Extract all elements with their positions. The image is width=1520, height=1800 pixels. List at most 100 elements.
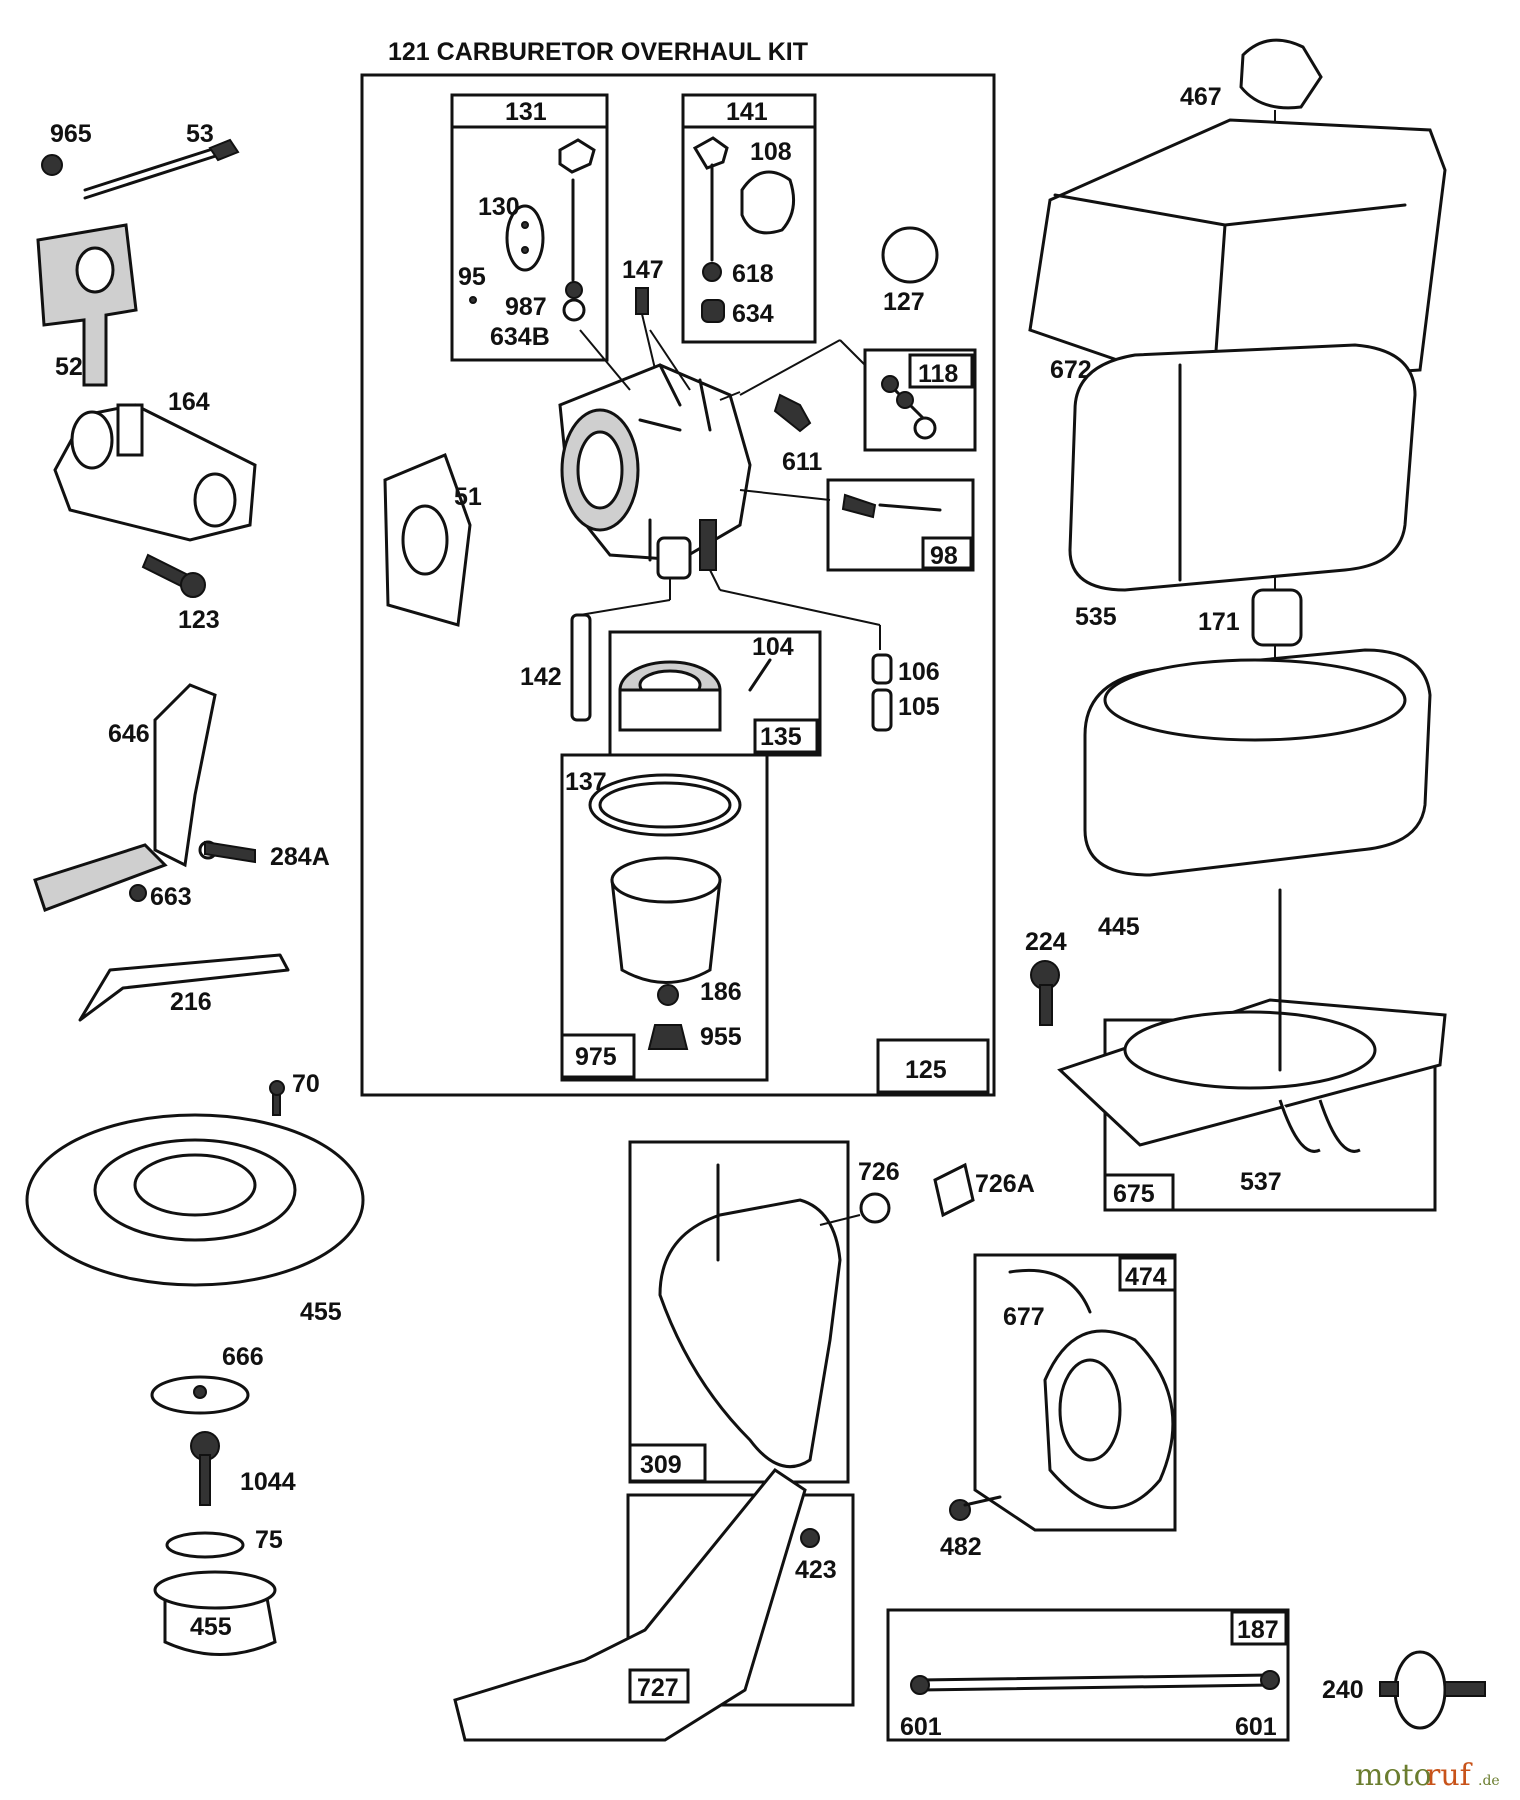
fuel-filter-240: 240 [1322, 1650, 1486, 1730]
screw-611: 611 [773, 393, 822, 476]
label-727: 727 [637, 1674, 679, 1702]
screw-147: 147 [622, 256, 664, 391]
link-216: 216 [78, 953, 290, 1022]
label-108: 108 [750, 138, 792, 166]
choke-plate [740, 170, 796, 235]
label-535: 535 [1075, 603, 1117, 631]
label-186: 186 [700, 978, 742, 1006]
label-666: 666 [222, 1343, 264, 1371]
coil-474: 474 677 [973, 1253, 1177, 1532]
label-147: 147 [622, 256, 664, 284]
label-240: 240 [1322, 1676, 1364, 1704]
label-646: 646 [108, 720, 150, 748]
filter-445: 445 [1083, 648, 1432, 941]
governor-646: 646 284A 663 [33, 683, 330, 912]
subkit-98: 98 [826, 478, 975, 572]
subkit-135: 135 104 [608, 630, 822, 757]
label-482: 482 [940, 1533, 982, 1561]
cup-455: 455 [153, 1570, 277, 1656]
blower-housing-455: 455 [25, 1113, 365, 1326]
label-726A: 726A [975, 1170, 1035, 1198]
label-601-left: 601 [900, 1713, 942, 1741]
label-224: 224 [1025, 928, 1067, 956]
label-309: 309 [640, 1451, 682, 1479]
part-965-53: 965 53 [41, 120, 240, 200]
parts-726: 726 726A [858, 1158, 1035, 1224]
subkit-131: 131 130 95 987 634B [450, 93, 609, 362]
label-965: 965 [50, 120, 92, 148]
label-474: 474 [1125, 1263, 1167, 1291]
screw-482: 482 [940, 1495, 1002, 1561]
precleaner-535: 535 [1068, 343, 1417, 631]
label-130: 130 [478, 193, 520, 221]
cover-672: 672 [1028, 118, 1447, 387]
label-95: 95 [458, 263, 486, 291]
label-467: 467 [1180, 83, 1222, 111]
kit-title: 121 CARBURETOR OVERHAUL KIT [388, 38, 808, 66]
fuel-line-187: 187 601 601 [886, 1608, 1290, 1742]
parts-105-106: 106 105 [871, 653, 940, 732]
subkit-975: 975 137 186 955 [560, 753, 769, 1082]
label-455-bottom: 455 [190, 1613, 232, 1641]
label-955: 955 [700, 1023, 742, 1051]
label-51: 51 [454, 483, 482, 511]
label-118: 118 [918, 360, 958, 388]
throttle-plate [505, 204, 545, 272]
label-105: 105 [898, 693, 940, 721]
gasket-51: 51 [383, 453, 482, 627]
subkit-141: 141 108 618 634 [681, 93, 817, 344]
label-537: 537 [1240, 1168, 1282, 1196]
welch-plug-127: 127 [881, 226, 939, 316]
label-131: 131 [505, 98, 547, 126]
gasket-52: 52 [36, 223, 138, 387]
label-75: 75 [255, 1526, 283, 1554]
part-142: 142 [520, 613, 592, 722]
label-52: 52 [55, 353, 83, 381]
label-125: 125 [905, 1056, 947, 1084]
label-987: 987 [505, 293, 547, 321]
label-611: 611 [782, 448, 822, 476]
label-634: 634 [732, 300, 774, 328]
shroud-309: 309 [628, 1140, 861, 1484]
washer-75: 75 [165, 1526, 283, 1559]
intake-164: 164 [53, 388, 257, 542]
label-675: 675 [1113, 1180, 1155, 1208]
watermark-logo: moto ruf .de [1355, 1758, 1500, 1793]
label-423: 423 [795, 1556, 837, 1584]
label-104: 104 [752, 633, 794, 661]
label-187: 187 [1237, 1616, 1279, 1644]
label-164: 164 [168, 388, 210, 416]
label-123: 123 [178, 606, 220, 634]
label-216: 216 [170, 988, 212, 1016]
label-455-top: 455 [300, 1298, 342, 1326]
watermark-part1: moto [1355, 1758, 1432, 1793]
label-127: 127 [883, 288, 925, 316]
subkit-118: 118 [739, 339, 977, 452]
label-284A: 284A [270, 843, 330, 871]
label-53: 53 [186, 120, 214, 148]
label-98: 98 [930, 542, 958, 570]
box-125 [876, 1038, 990, 1094]
label-445: 445 [1098, 913, 1140, 941]
label-663: 663 [150, 883, 192, 911]
carburetor-kit-frame [360, 73, 996, 1097]
label-677: 677 [1003, 1303, 1045, 1331]
baffle-727: 727 423 [453, 1467, 855, 1742]
label-1044: 1044 [240, 1468, 296, 1496]
label-141: 141 [726, 98, 768, 126]
seal-987 [565, 281, 583, 299]
label-70: 70 [292, 1070, 320, 1098]
label-726: 726 [858, 1158, 900, 1186]
screw-70: 70 [269, 1070, 320, 1116]
nut-171: 171 [1198, 588, 1303, 647]
label-171: 171 [1198, 608, 1240, 636]
washer-666: 666 [150, 1343, 264, 1415]
label-634B: 634B [490, 323, 550, 351]
label-601-right: 601 [1235, 1713, 1277, 1741]
label-975: 975 [575, 1043, 617, 1071]
label-106: 106 [898, 658, 940, 686]
label-135: 135 [760, 723, 802, 751]
screw-123: 123 [141, 553, 220, 634]
base-675: 675 537 [1057, 888, 1447, 1212]
